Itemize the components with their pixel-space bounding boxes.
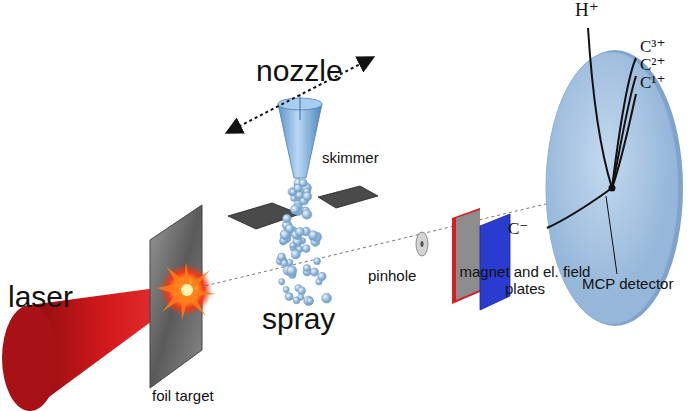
- skimmer-plate: [318, 186, 378, 208]
- part-label: magnet and el. field plates: [450, 264, 600, 297]
- ion-label: H⁺: [575, 0, 599, 21]
- part-label: laser: [8, 280, 73, 313]
- ion-traces: [547, 28, 636, 228]
- plasma-burst: [156, 262, 216, 320]
- ion-label: C⁻: [508, 220, 528, 239]
- nozzle-body: [278, 94, 322, 178]
- ion-label: C¹⁺: [640, 74, 665, 93]
- leader-line: [606, 196, 617, 274]
- spray-droplets: [276, 179, 331, 306]
- part-label: skimmer: [322, 150, 379, 167]
- pinhole-disc: [416, 232, 428, 256]
- ion-label: C²⁺: [640, 56, 665, 75]
- part-label: spray: [262, 302, 335, 335]
- part-label: nozzle: [256, 54, 343, 87]
- field-plates: [452, 208, 510, 310]
- part-label: MCP detector: [582, 276, 673, 293]
- part-label: pinhole: [368, 268, 416, 285]
- part-label: foil target: [152, 388, 214, 405]
- mcp-detector: [546, 50, 683, 326]
- ion-label: C³⁺: [640, 38, 665, 57]
- beam-spot: [609, 185, 616, 192]
